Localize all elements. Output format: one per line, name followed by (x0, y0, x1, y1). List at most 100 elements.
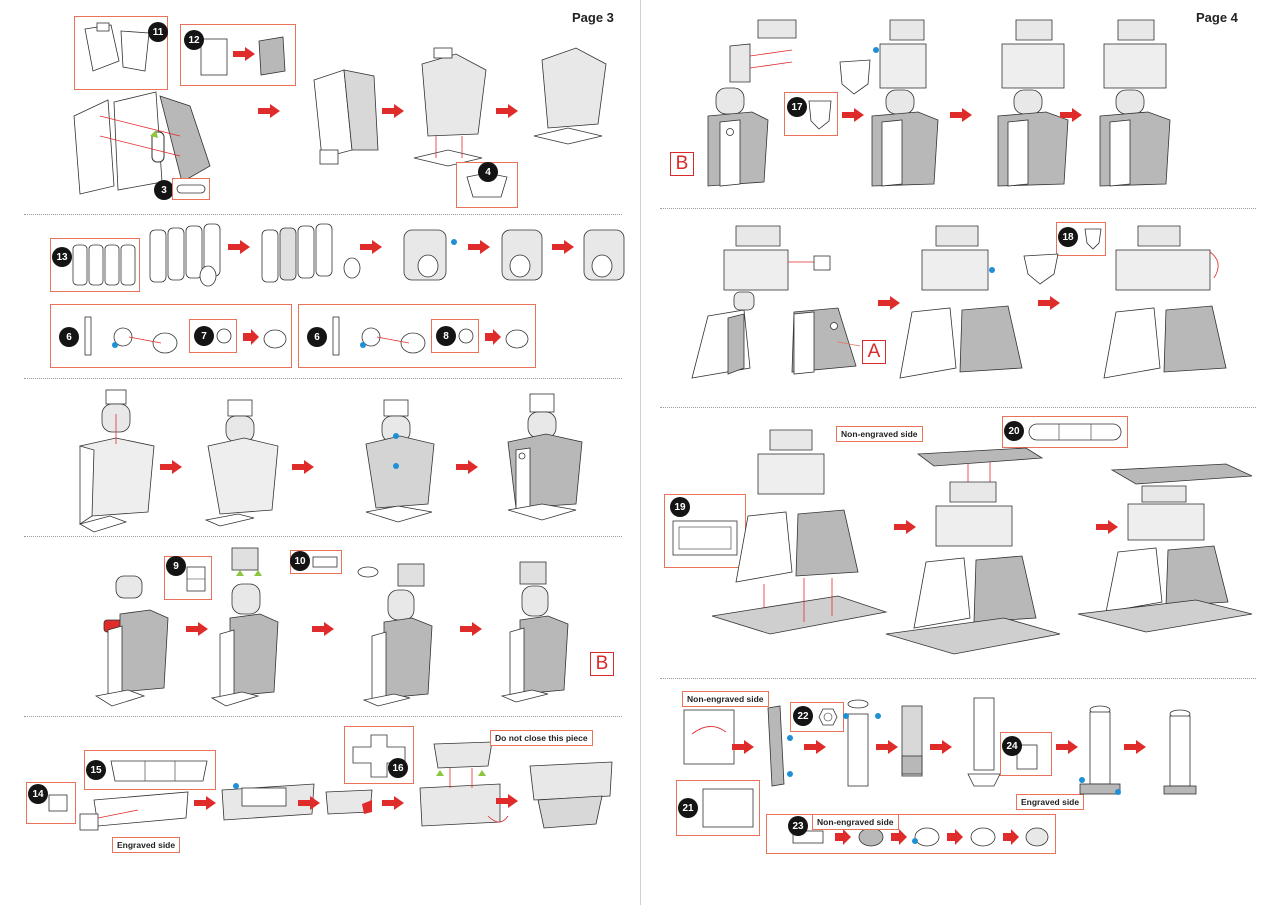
step-badge-24: 24 (1002, 736, 1022, 756)
robot-full-stage-3 (1099, 19, 1171, 187)
shield-piece (808, 100, 832, 130)
callout-non-engraved-side: Non-engraved side (812, 814, 899, 830)
foot-net-piece (1016, 744, 1038, 770)
page-number-right: Page 4 (1196, 10, 1238, 25)
arrow-right-icon (732, 740, 754, 754)
arrow-and-eye (243, 329, 287, 349)
step-badge-7: 7 (194, 326, 214, 346)
robot-on-base-stage-2 (885, 481, 1061, 655)
step-badge-6: 6 (59, 327, 79, 347)
step-badge-21: 21 (678, 798, 698, 818)
arrow-right-icon (194, 796, 216, 810)
assembly-mark-b: B (670, 152, 694, 176)
ring-piece (818, 708, 838, 726)
arrow-right-icon (894, 520, 916, 534)
arrow-right-icon (1056, 740, 1078, 754)
base-plate-strip (1028, 423, 1122, 441)
detail-box-part-23 (766, 814, 1056, 854)
callout-do-not-close: Do not close this piece (490, 730, 593, 746)
arrow-right-icon (876, 740, 898, 754)
arrow-right-icon (298, 796, 320, 810)
chest-assembly (419, 741, 509, 827)
row-separator (660, 407, 1256, 408)
arrow-right-icon (233, 47, 255, 61)
arrow-right-icon (468, 240, 490, 254)
arrow-right-icon (160, 460, 182, 474)
clamp-sequence (792, 827, 1049, 847)
step-badge-14: 14 (28, 784, 48, 804)
shoulder-strip-folded (221, 783, 315, 821)
robot-on-base-stage-3 (1077, 463, 1253, 633)
flat-panel-drawing (200, 36, 286, 76)
arrow-right-icon (1096, 520, 1118, 534)
wrap-sheet-piece (702, 788, 754, 828)
shoulder-box-a (325, 789, 373, 815)
detail-box-eye-left: 6 7 (50, 304, 292, 368)
arrow-right-icon (878, 296, 900, 310)
comb-piece (312, 556, 338, 568)
base-plate-floating (916, 447, 1044, 484)
small-box-piece (48, 794, 68, 812)
arrow-and-eye (485, 329, 529, 349)
flat-strip-drawing (72, 244, 136, 286)
page-spine (640, 0, 641, 905)
callout-non-engraved-side: Non-engraved side (836, 426, 923, 442)
head-box-a (403, 229, 457, 281)
arrow-right-icon (1060, 108, 1082, 122)
robot-body-stage-1 (78, 389, 155, 533)
arrow-right-icon (496, 794, 518, 808)
connector-piece (176, 184, 206, 194)
shoulder-cap-piece (1084, 228, 1102, 250)
robot-full-stage-1 (871, 19, 939, 187)
arrow-right-icon (186, 622, 208, 636)
step-badge-20: 20 (1004, 421, 1024, 441)
column-a (843, 699, 881, 787)
page-number-left: Page 3 (572, 10, 614, 25)
detail-box-part-8: 8 (431, 319, 479, 353)
robot-legs-arm-attach (691, 225, 861, 379)
head-box-c (583, 229, 625, 281)
disc-piece (216, 328, 232, 344)
shield-cap-piece (839, 59, 871, 95)
callout-engraved-side: Engraved side (112, 837, 181, 853)
callout-engraved-side: Engraved side (1016, 794, 1085, 810)
eye-parts-drawing (84, 316, 178, 356)
step-badge-6: 6 (307, 327, 327, 347)
flat-long-strip (110, 760, 208, 782)
disc-piece (458, 328, 474, 344)
step-badge-15: 15 (86, 760, 106, 780)
torso-stage-a (313, 69, 379, 165)
detail-box-eye-right: 6 8 (298, 304, 536, 368)
head-strip-folded-b (261, 223, 361, 283)
shoulder-strip-assembly (79, 791, 189, 831)
detail-box-part-15 (84, 750, 216, 790)
row-separator (24, 378, 622, 379)
step-badge-16: 16 (388, 758, 408, 778)
chest-finished (529, 761, 613, 829)
arrow-right-icon (842, 108, 864, 122)
assembly-mark-a: A (862, 340, 886, 364)
step-badge-3: 3 (154, 180, 174, 200)
row-separator (660, 678, 1256, 679)
callout-non-engraved-side: Non-engraved side (682, 691, 769, 707)
shoulder-cap-floating (1023, 253, 1059, 285)
eye-parts-drawing (332, 316, 426, 356)
torso-stage-b (413, 47, 487, 167)
arrow-right-icon (360, 240, 382, 254)
arrow-right-icon (1124, 740, 1146, 754)
head-strip-folded (149, 223, 221, 287)
head-box-b (501, 229, 543, 281)
robot-legs-stage-3 (1103, 225, 1227, 379)
step-badge-22: 22 (793, 706, 813, 726)
arrow-right-icon (382, 104, 404, 118)
row-separator (24, 214, 622, 215)
detail-box-part-3 (172, 178, 210, 200)
arrow-right-icon (460, 622, 482, 636)
robot-torso-arm-attach (707, 19, 797, 187)
robot-full-stage-2 (997, 19, 1069, 187)
robot-body-stage-4 (507, 393, 583, 521)
robot-on-base-stage-1 (711, 429, 888, 635)
robot-legs-stage-2 (899, 225, 1023, 379)
arrow-right-icon (292, 460, 314, 474)
